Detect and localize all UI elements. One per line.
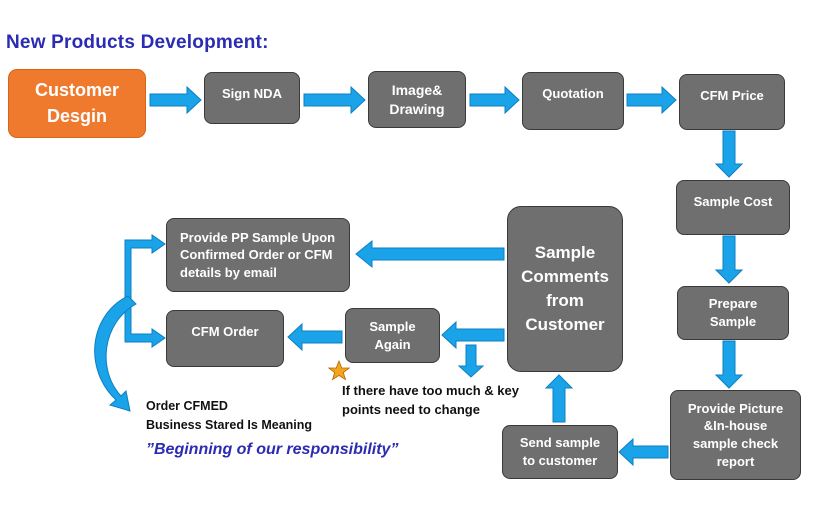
- step-cfm-price: CFM Price: [679, 74, 785, 130]
- step-label: Provide Picture &In-house sample check r…: [687, 400, 784, 469]
- step-sample-again: Sample Again: [345, 308, 440, 363]
- arrow-cfm-price-to-sample-cost: [714, 130, 744, 178]
- arrow-sample-cost-to-prepare: [714, 235, 744, 284]
- step-label: Sample Cost: [693, 194, 773, 209]
- arrow-down-to-note: [457, 344, 485, 378]
- arrow-comments-to-sample-again: [441, 320, 505, 350]
- step-label: Sign NDA: [222, 86, 282, 101]
- step-cfm-order: CFM Order: [166, 310, 284, 367]
- step-label: Sample Comments from Customer: [521, 242, 609, 335]
- note-order-cfmed: Order CFMED Business Stared Is Meaning: [146, 399, 313, 432]
- note-key-points: If there have too much & key points need…: [342, 383, 519, 417]
- page-title: New Products Development:: [6, 32, 269, 53]
- step-sign-nda: Sign NDA: [204, 72, 300, 124]
- step-label: CFM Order: [191, 324, 259, 339]
- note-responsibility: ”Beginning of our responsibility”: [146, 441, 399, 458]
- step-label: Quotation: [542, 86, 604, 101]
- step-send-sample: Send sample to customer: [502, 425, 618, 479]
- curved-arrow: [94, 295, 137, 412]
- arrow-quotation-to-cfm-price: [626, 85, 677, 115]
- arrow-nda-to-image: [303, 85, 366, 115]
- arrow-comments-to-pp-sample: [355, 239, 505, 269]
- arrow-send-to-comments: [544, 374, 574, 423]
- step-prepare-sample: Prepare Sample: [677, 286, 789, 340]
- step-provide-pp-sample: Provide PP Sample Upon Confirmed Order o…: [166, 218, 350, 292]
- step-customer-design: Customer Desgin: [8, 69, 146, 138]
- step-label: CFM Price: [700, 88, 764, 103]
- step-label: Image& Drawing: [389, 81, 445, 117]
- step-sample-comments: Sample Comments from Customer: [507, 206, 623, 372]
- step-provide-picture: Provide Picture &In-house sample check r…: [670, 390, 801, 480]
- bracket-connector: [124, 234, 166, 348]
- arrow-image-to-quotation: [469, 85, 520, 115]
- star-icon: [327, 359, 351, 381]
- step-label: Send sample to customer: [519, 435, 601, 468]
- step-image-drawing: Image& Drawing: [368, 71, 466, 128]
- step-label: Prepare Sample: [708, 296, 758, 329]
- step-sample-cost: Sample Cost: [676, 180, 790, 235]
- arrow-design-to-nda: [149, 85, 202, 115]
- arrow-sample-again-to-cfm-order: [287, 322, 343, 352]
- arrow-picture-to-send: [618, 437, 669, 467]
- step-label: Sample Again: [369, 318, 416, 352]
- step-quotation: Quotation: [522, 72, 624, 130]
- step-label: Provide PP Sample Upon Confirmed Order o…: [180, 229, 336, 280]
- arrow-prepare-to-picture: [714, 340, 744, 389]
- step-label: Customer Desgin: [34, 80, 119, 126]
